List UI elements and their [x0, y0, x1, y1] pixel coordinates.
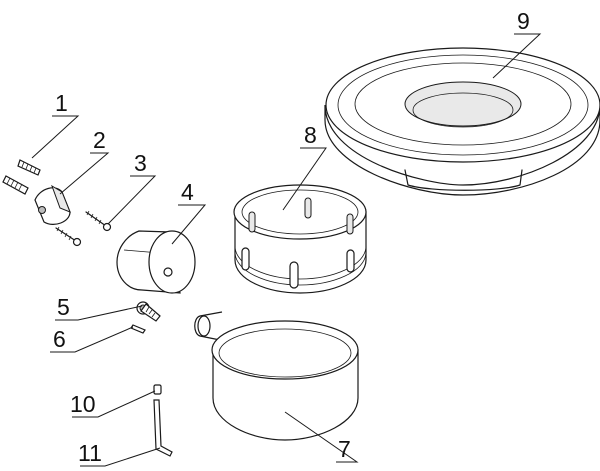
part-2-wall-bracket — [34, 184, 71, 225]
leader-lines — [31, 33, 542, 467]
part-6-pin — [130, 324, 146, 334]
callout-8: 8 — [304, 122, 317, 148]
callout-11: 11 — [78, 440, 102, 466]
part-9-dish-plate — [324, 47, 600, 196]
callout-6: 6 — [53, 326, 66, 352]
callout-labels: 1 2 3 4 5 6 7 8 9 10 11 — [53, 8, 530, 466]
callout-3: 3 — [134, 150, 147, 176]
part-8-ring-holder — [233, 184, 367, 294]
callout-1: 1 — [55, 90, 68, 116]
part-7-cup-holder — [194, 311, 359, 441]
callout-9: 9 — [517, 8, 530, 34]
callout-5: 5 — [57, 294, 70, 320]
part-5-bolt — [136, 301, 161, 322]
part-4-cover-cylinder — [116, 230, 196, 294]
part-3-screws — [55, 210, 112, 247]
callout-4: 4 — [181, 179, 194, 205]
part-1-wall-anchors — [2, 159, 41, 195]
part-11-hex-key — [153, 399, 173, 457]
callout-2: 2 — [93, 127, 106, 153]
part-10-set-screw — [153, 384, 162, 395]
callout-10: 10 — [70, 391, 96, 417]
callout-7: 7 — [338, 436, 351, 462]
